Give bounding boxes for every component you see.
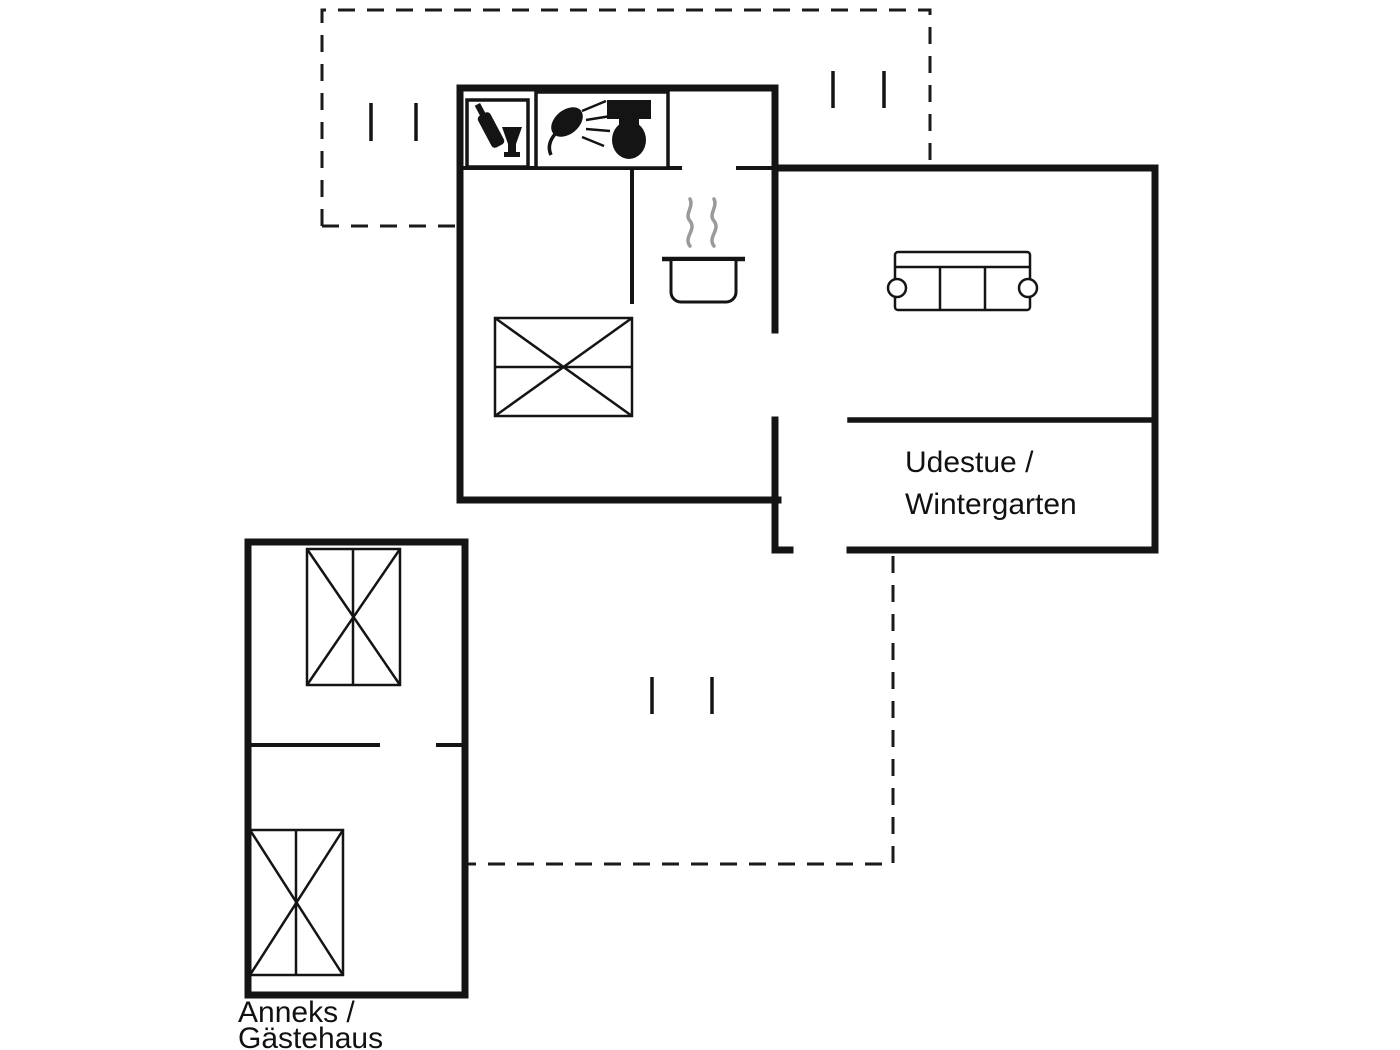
anneks-bed-bottom <box>248 828 345 977</box>
anneks-walls <box>244 538 469 999</box>
toilet-icon <box>607 100 651 159</box>
shower-icon <box>547 99 612 156</box>
bottle-and-glass-icon <box>474 102 522 157</box>
double-bed-icon <box>493 316 634 418</box>
udestue-label-line2: Wintergarten <box>905 488 1077 521</box>
room-labels: Udestue / Wintergarten Anneks / Gästehau… <box>238 446 1077 1050</box>
udestue-label-line1: Udestue / <box>905 446 1034 479</box>
main-house-interior-walls <box>458 166 1158 423</box>
terrace-outline-bottom <box>467 556 895 866</box>
main-house-walls <box>456 84 1159 554</box>
steam-icon <box>710 197 718 248</box>
anneks-label-line2: Gästehaus <box>238 1022 383 1050</box>
cooking-pot-icon <box>662 197 745 304</box>
anneks-bed-top <box>305 547 402 687</box>
steam-icon <box>686 197 694 248</box>
anneks-label-line1: Anneks / <box>238 996 355 1029</box>
sofa-icon <box>886 250 1039 312</box>
window-markers <box>369 71 886 714</box>
terrace-outline-top <box>320 8 932 228</box>
